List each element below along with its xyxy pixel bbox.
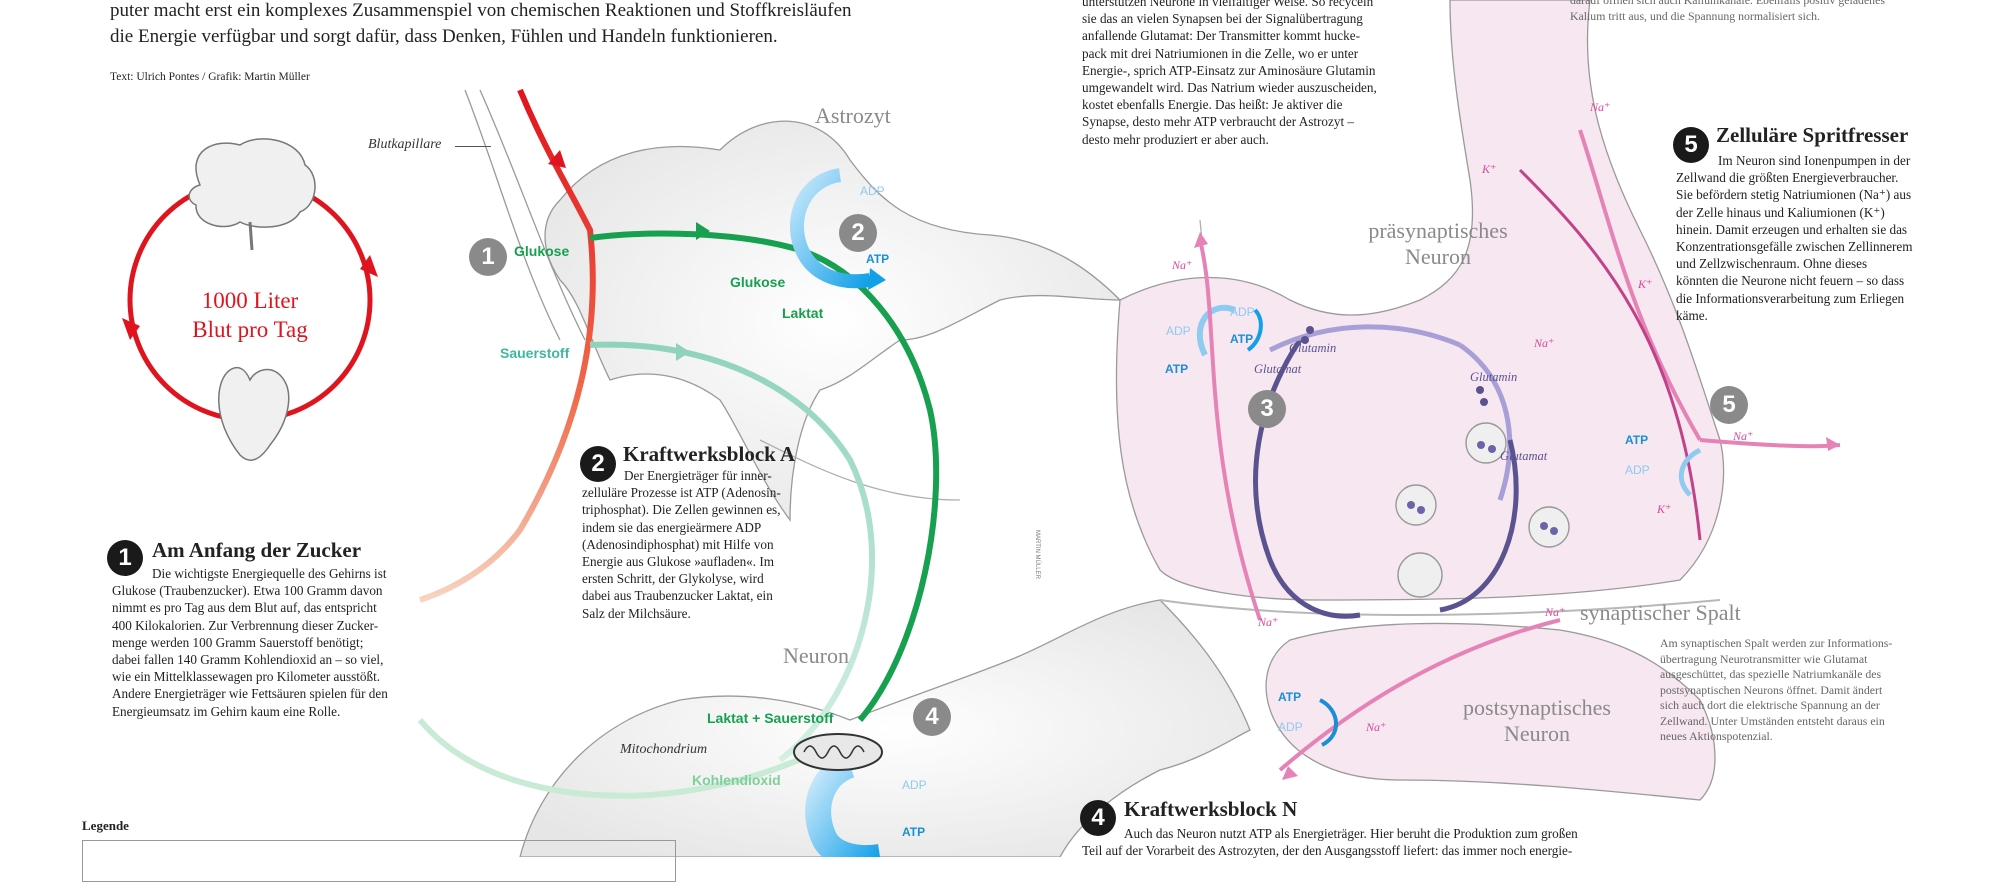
label-kohlendioxid: Kohlendioxid	[692, 772, 781, 788]
label-glutamin-2: Glutamin	[1470, 370, 1518, 384]
label-atp-glutamate-1: ATP	[1230, 332, 1254, 346]
blood-cycle-diagram	[122, 138, 378, 461]
label-glutamin-1: Glutamin	[1289, 341, 1337, 355]
label-na-7: Na⁺	[1366, 720, 1387, 734]
cell-outlines	[464, 89, 1271, 857]
label-k-2: K⁺	[1638, 277, 1653, 291]
label-glukose-astrocyte: Glukose	[730, 274, 786, 290]
section-1-badge: 1	[107, 540, 143, 576]
label-na-6: Na⁺	[1545, 605, 1566, 619]
sodium-flows	[1198, 129, 1841, 772]
heart-icon	[218, 367, 290, 461]
section-5-body: Im Neuron sind Ionenpumpen in der Zellwa…	[1676, 153, 1913, 323]
label-glutamat-2: Glutamat	[1500, 449, 1548, 463]
oxygen-path	[589, 341, 876, 763]
label-na-3: Na⁺	[1534, 336, 1555, 350]
postsynaptic-neuron-shape	[1265, 622, 1716, 801]
grey-badge-3: 3	[1260, 395, 1274, 422]
brain-icon	[188, 138, 316, 228]
section-1-title: Am Anfang der Zucker	[152, 538, 362, 562]
section-1-body: Die wichtigste Energiequelle des Gehirns…	[112, 566, 388, 719]
mitochondrion	[793, 733, 883, 771]
intro-line-2: die Energie verfügbar und sorgt dafür, d…	[110, 26, 778, 47]
label-adp-glutamate-2: ADP	[1230, 305, 1255, 319]
label-na-1: Na⁺	[1172, 258, 1193, 272]
intro-text: puter macht erst ein komplexes Zusammens…	[110, 0, 970, 50]
blood-volume-label: 1000 Liter Blut pro Tag	[150, 286, 350, 344]
label-synaptischer-spalt: synaptischer Spalt	[1580, 600, 1741, 625]
presynaptic-neuron-shape	[1115, 0, 1725, 601]
label-laktat: Laktat	[782, 305, 824, 321]
label-sauerstoff: Sauerstoff	[500, 345, 570, 361]
leader-blutkapillare	[455, 146, 491, 147]
grey-badge-1: 1	[481, 243, 495, 270]
neuron-shape	[519, 599, 1251, 857]
label-atp-postsyn: ATP	[1278, 690, 1302, 704]
legend-box	[82, 840, 676, 882]
artist-signature: MARTIN MÜLLER	[1034, 530, 1040, 579]
blood-flow-arrow	[419, 88, 596, 603]
label-postsynaptisches-neuron: postsynaptisches Neuron	[1463, 695, 1611, 746]
section-5-badge: 5	[1673, 127, 1709, 163]
legend-title: Legende	[82, 818, 129, 833]
label-k-3: K⁺	[1657, 502, 1672, 516]
credit-line: Text: Ulrich Pontes / Grafik: Martin Mül…	[110, 71, 310, 83]
section-3-body: unterstützen Neurone in vielfältiger Wei…	[1082, 0, 1377, 147]
label-blutkapillare: Blutkapillare	[368, 137, 442, 152]
label-adp-postsyn: ADP	[1278, 720, 1303, 734]
label-praesynaptisches-neuron: präsynaptisches Neuron	[1368, 218, 1508, 269]
intro-line-1: puter macht erst ein komplexes Zusammens…	[110, 0, 852, 21]
synaptic-vesicles	[1395, 422, 1570, 598]
blood-volume-line-2: Blut pro Tag	[192, 317, 308, 342]
grey-step-markers	[469, 214, 1748, 736]
label-adp-astrocyte: ADP	[860, 184, 885, 198]
atp-cycle-astrocyte	[789, 168, 872, 289]
label-adp-pump: ADP	[1625, 463, 1650, 477]
section-2-title: Kraftwerksblock A	[623, 442, 796, 466]
label-atp-astrocyte: ATP	[866, 252, 890, 266]
section-4-badge: 4	[1080, 800, 1116, 836]
label-adp-glutamate-1: ADP	[1166, 324, 1191, 338]
label-na-4: Na⁺	[1733, 429, 1754, 443]
label-atp-mitochondrion: ATP	[902, 825, 926, 839]
atp-cycle-neuron	[805, 752, 880, 857]
metabolism-illustration	[122, 0, 1841, 857]
label-atp-pump: ATP	[1625, 433, 1649, 447]
label-na-2: Na⁺	[1590, 100, 1611, 114]
label-glukose-capillary: Glukose	[514, 243, 570, 259]
label-neuron: Neuron	[783, 643, 849, 668]
section-4-title: Kraftwerksblock N	[1124, 797, 1298, 821]
grey-badge-2: 2	[851, 219, 865, 246]
label-glutamat-1: Glutamat	[1254, 362, 1302, 376]
section-2-body: Der Energieträger für inner- zelluläre P…	[582, 468, 781, 621]
label-mitochondrium: Mitochondrium	[620, 742, 708, 757]
label-laktat-sauerstoff: Laktat + Sauerstoff	[707, 710, 834, 726]
grey-badge-4: 4	[925, 703, 939, 730]
section-4-body: Auch das Neuron nutzt ATP als Energieträ…	[1082, 826, 1578, 859]
label-adp-mitochondrion: ADP	[902, 778, 927, 792]
section-2-badge: 2	[580, 446, 616, 482]
label-na-5: Na⁺	[1258, 615, 1279, 629]
label-atp-glutamate-2: ATP	[1165, 362, 1189, 376]
glucose-path	[589, 230, 940, 722]
synaptic-cleft-note: Am synaptischen Spalt werden zur Informa…	[1660, 636, 1893, 743]
label-astrozyt: Astrozyt	[815, 103, 891, 128]
grey-badge-5: 5	[1722, 391, 1736, 418]
astrocyte-shape	[544, 120, 1122, 522]
top-right-note: darauf öffnen sich auch Kaliumkanäle. Eb…	[1570, 0, 1885, 23]
section-5-title: Zelluläre Spritfresser	[1716, 123, 1909, 147]
blood-volume-line-1: 1000 Liter	[201, 288, 299, 313]
label-k-1: K⁺	[1482, 162, 1497, 176]
